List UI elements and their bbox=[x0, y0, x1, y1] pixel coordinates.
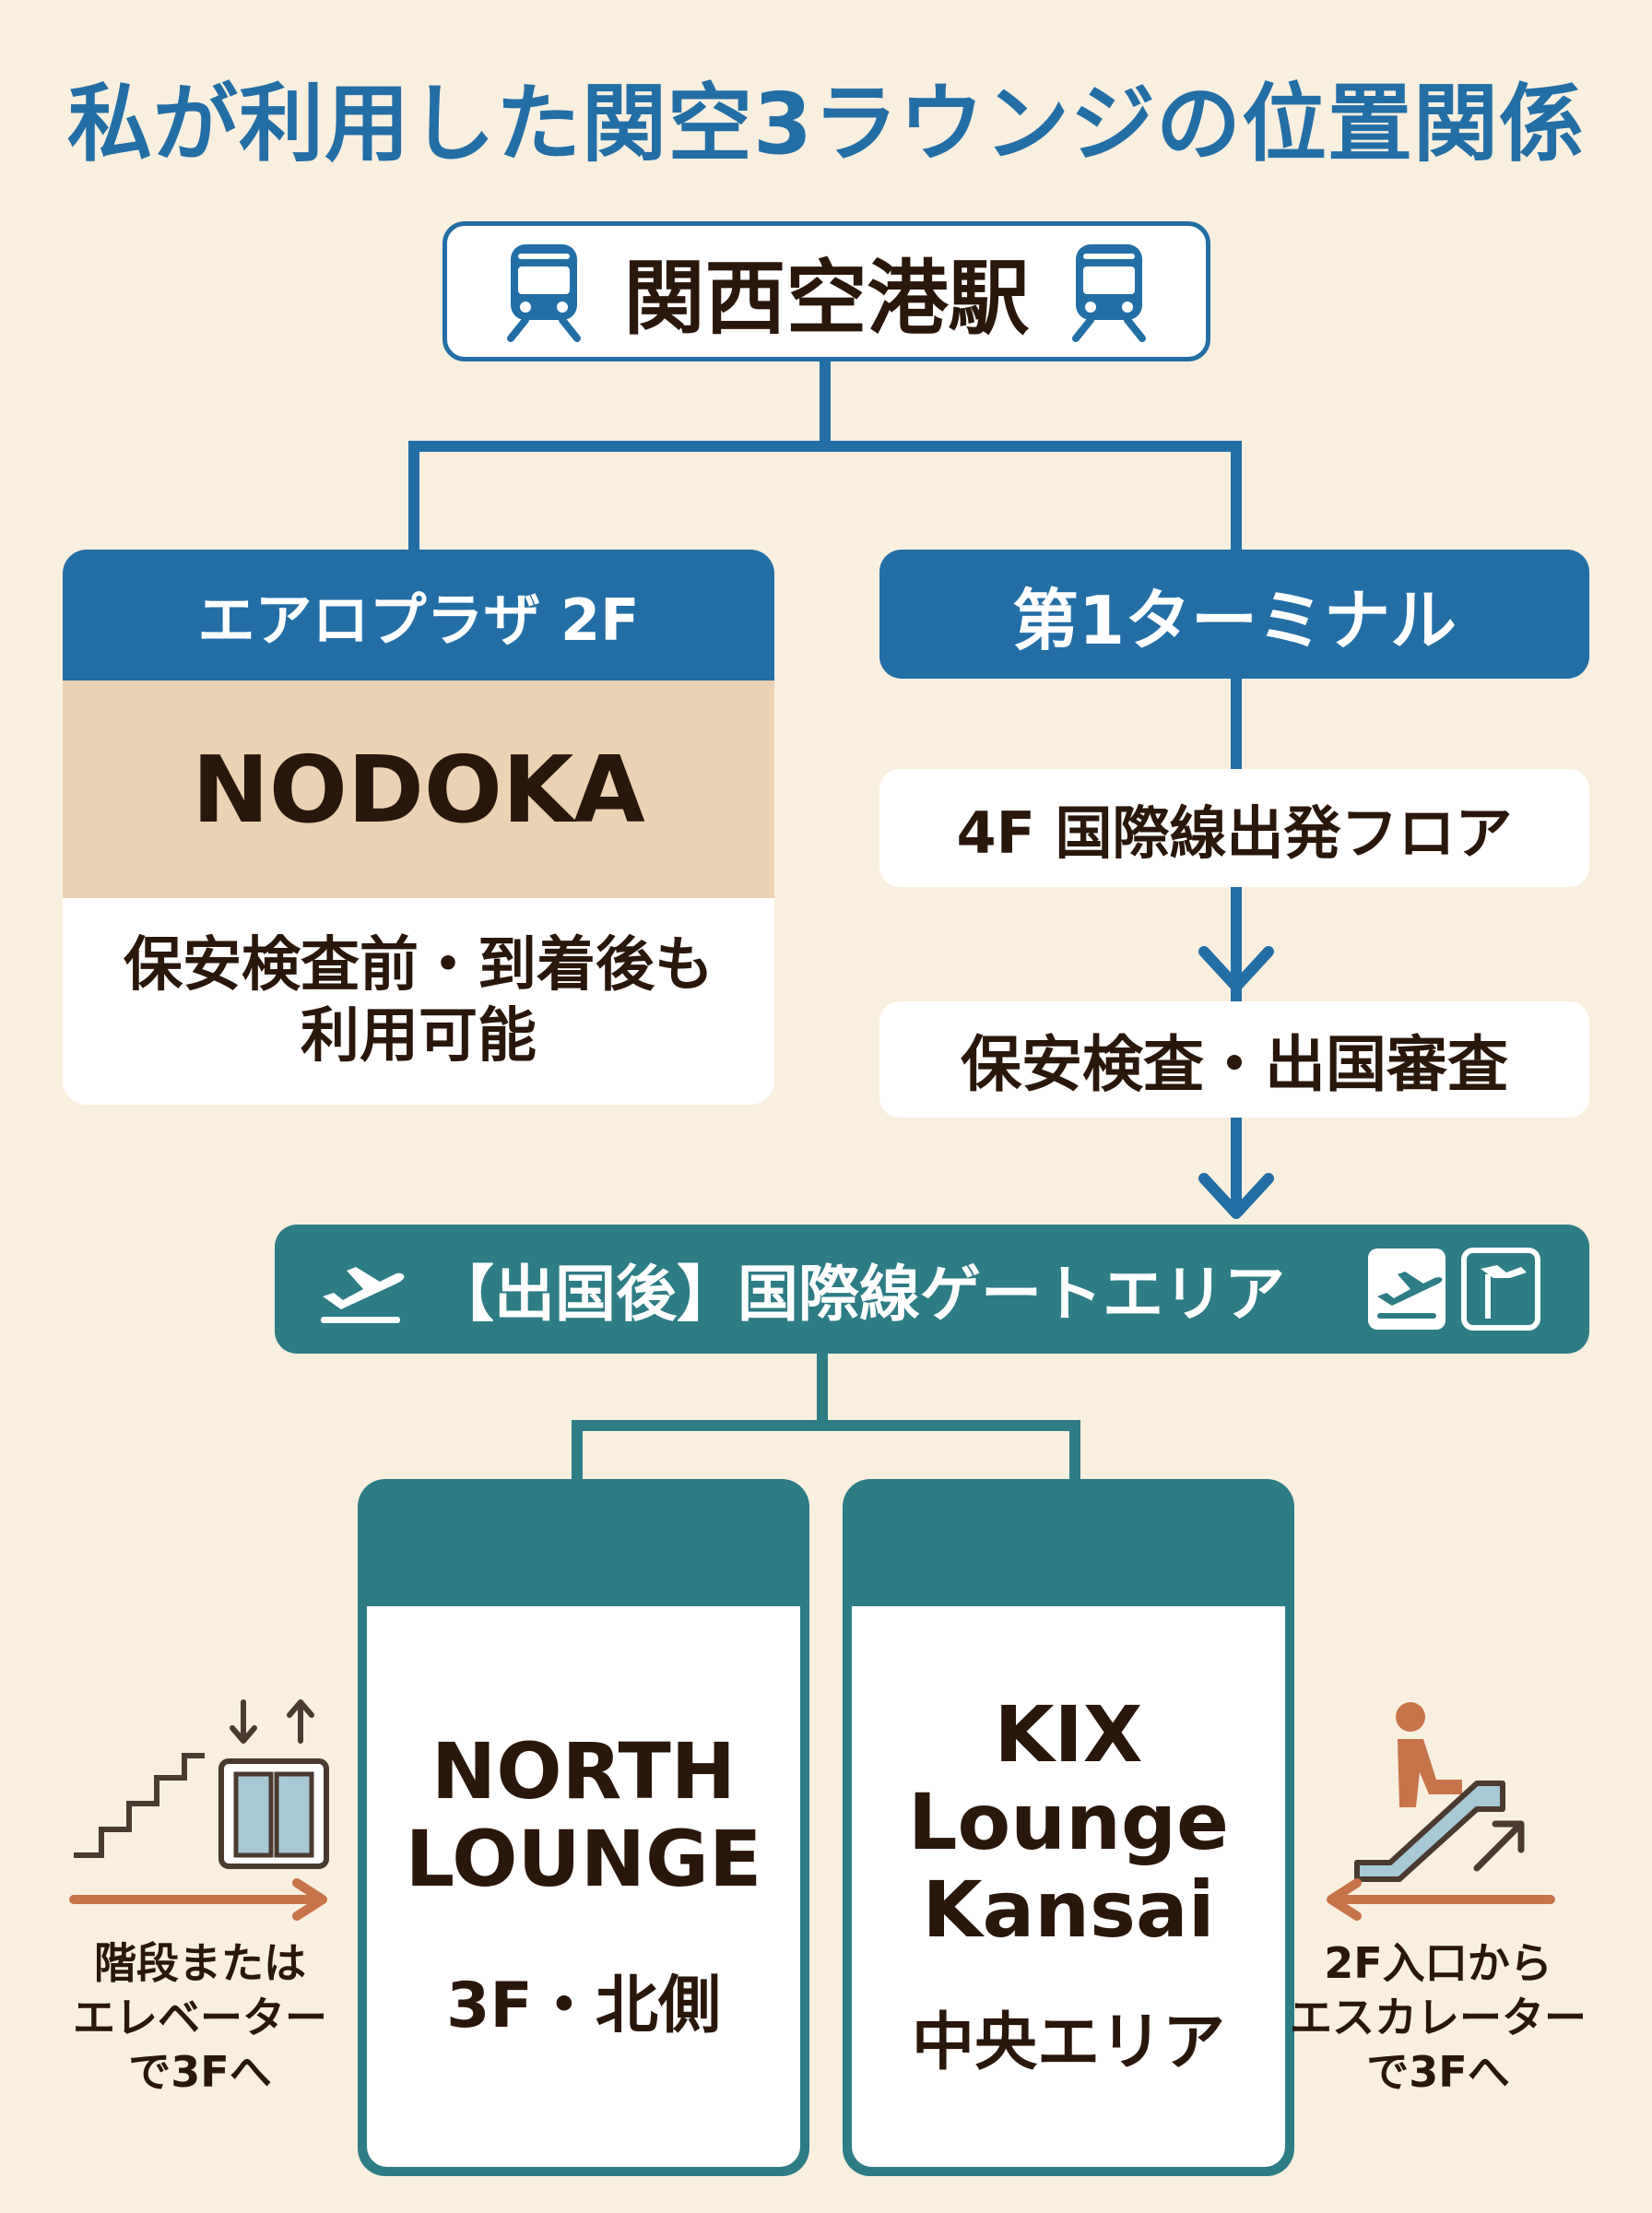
connector-line bbox=[572, 1420, 583, 1488]
aeroplaza-header: エアロプラザ 2F bbox=[63, 550, 774, 680]
north-access-line: 階段または bbox=[94, 1938, 306, 1988]
stairs-icon bbox=[74, 1753, 205, 1858]
kix-access-line: で3Fへ bbox=[1366, 2046, 1510, 2097]
north-lounge-name: NORTH bbox=[431, 1725, 737, 1817]
left-arrow-icon bbox=[1327, 1878, 1555, 1921]
aeroplaza-card: エアロプラザ 2F NODOKA 保安検査前・到着後も 利用可能 bbox=[63, 550, 774, 1105]
connector-line bbox=[817, 1354, 828, 1427]
escalator-icon bbox=[1354, 1702, 1525, 1882]
north-lounge-name: LOUNGE bbox=[405, 1813, 762, 1904]
connector-line bbox=[1231, 679, 1242, 769]
north-lounge-card: NORTH LOUNGE 3F・北側 bbox=[358, 1479, 809, 2176]
train-icon bbox=[1071, 244, 1146, 342]
kix-access-line: 2F入口から bbox=[1324, 1938, 1552, 1988]
train-icon bbox=[507, 244, 582, 342]
connector-line bbox=[820, 361, 831, 446]
page-title: 私が利用した関空3ラウンジの位置関係 bbox=[66, 75, 1585, 173]
nodoka-lounge-name: NODOKA bbox=[63, 680, 774, 898]
down-arrow-icon bbox=[1198, 946, 1274, 992]
nodoka-note-line: 利用可能 bbox=[301, 1002, 537, 1071]
connector-line bbox=[1231, 1118, 1242, 1206]
station-label: 関西空港駅 bbox=[623, 250, 1030, 346]
gate-sign-icon bbox=[1461, 1248, 1540, 1331]
kix-lounge-name: Lounge bbox=[908, 1777, 1229, 1868]
connector-line bbox=[408, 441, 1242, 452]
connector-line bbox=[1231, 441, 1242, 553]
north-access-line: で3Fへ bbox=[128, 2046, 272, 2097]
departure-floor-step: 4F 国際線出発フロア bbox=[879, 769, 1589, 887]
north-access-line: エレベーター bbox=[73, 1992, 327, 2042]
gate-area-banner: 【出国後】国際線ゲートエリア bbox=[275, 1225, 1589, 1354]
connector-line bbox=[408, 441, 419, 553]
right-arrow-icon bbox=[69, 1878, 327, 1921]
kix-lounge-location: 中央エリア bbox=[911, 2006, 1225, 2079]
kix-lounge-name: KIX bbox=[994, 1689, 1143, 1781]
kix-lounge-name: Kansai bbox=[922, 1864, 1215, 1955]
gate-area-label: 【出国後】国際線ゲートエリア bbox=[433, 1259, 1285, 1330]
departure-board-icon bbox=[1368, 1249, 1446, 1330]
nodoka-note: 保安検査前・到着後も 利用可能 bbox=[63, 898, 774, 1105]
departure-icon bbox=[321, 1267, 405, 1323]
kix-lounge-card: KIX Lounge Kansai 中央エリア bbox=[843, 1479, 1294, 2176]
kix-access-note: 2F入口から エスカレーター で3Fへ bbox=[1281, 1936, 1595, 2100]
station-box: 関西空港駅 bbox=[442, 221, 1210, 361]
north-lounge-location: 3F・北側 bbox=[446, 1970, 721, 2043]
down-arrow-icon bbox=[1198, 1173, 1274, 1219]
terminal-header: 第1ターミナル bbox=[879, 550, 1589, 679]
nodoka-note-line: 保安検査前・到着後も bbox=[124, 931, 714, 1000]
north-access-note: 階段または エレベーター で3Fへ bbox=[48, 1936, 352, 2100]
connector-line bbox=[1231, 887, 1242, 1001]
connector-line bbox=[572, 1420, 1080, 1431]
kix-access-line: エスカレーター bbox=[1290, 1992, 1587, 2042]
connector-line bbox=[1069, 1420, 1080, 1488]
security-check-step: 保安検査・出国審査 bbox=[879, 1001, 1589, 1118]
elevator-icon bbox=[218, 1699, 329, 1869]
